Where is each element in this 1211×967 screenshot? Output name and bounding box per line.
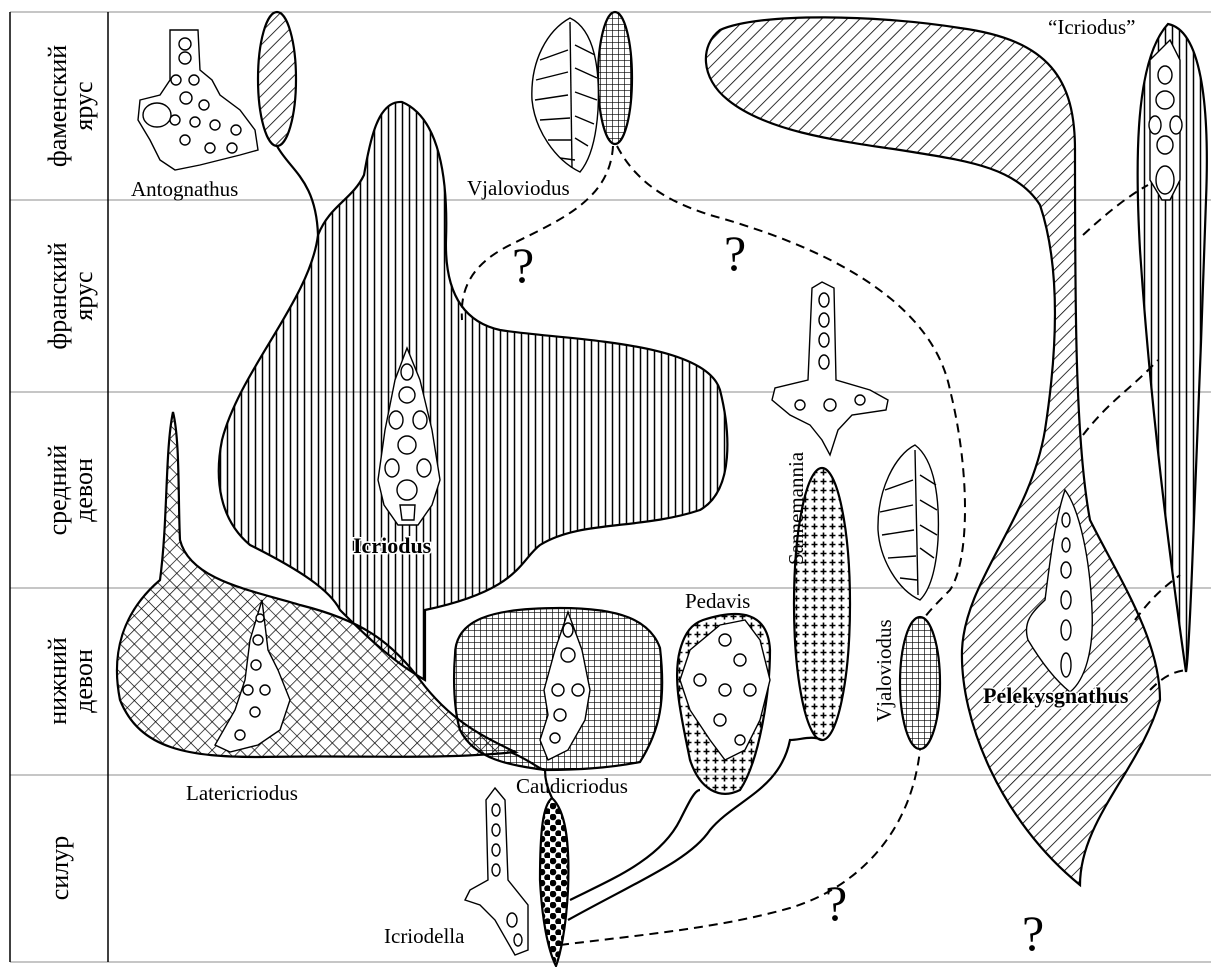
- vjaloviodus-top-element: [532, 18, 599, 172]
- label-sannemannia: Sannemannia: [784, 451, 808, 565]
- label-caudicriodus: Caudicriodus: [516, 774, 628, 798]
- stage-labels: фаменский ярус франский ярус средний дев…: [43, 45, 98, 900]
- stage-silurian: силур: [45, 836, 74, 900]
- icriodella-lineage: [540, 798, 568, 966]
- stage-frasnian-line2: ярус: [69, 271, 98, 320]
- stage-frasnian: франский: [43, 242, 72, 349]
- stage-middle-devonian-line2: девон: [69, 458, 98, 522]
- quoted-icriodus-element: [1149, 40, 1182, 200]
- stage-famennian: фаменский: [43, 45, 72, 167]
- antognathus-element: [138, 30, 258, 170]
- question-mark-2: ?: [724, 225, 746, 281]
- stage-lower-devonian-line2: девон: [69, 649, 98, 713]
- question-mark-3: ?: [825, 875, 847, 931]
- pelekysgnathus-lineage: [706, 17, 1160, 885]
- vjaloviodus-top-lineage: [598, 12, 632, 144]
- label-pedavis: Pedavis: [685, 589, 750, 613]
- vjaloviodus-lower-lineage: [900, 617, 940, 749]
- label-vjaloviodus-vertical: Vjaloviodus: [872, 619, 896, 722]
- icriodella-element: [465, 788, 528, 955]
- question-mark-4: ?: [1022, 905, 1044, 961]
- sannemannia-element: [772, 282, 888, 455]
- label-icriodella: Icriodella: [384, 924, 465, 948]
- label-vjaloviodus-top: Vjaloviodus: [467, 176, 570, 200]
- label-pelekysgnathus: Pelekysgnathus: [983, 683, 1129, 708]
- label-icriodus: Icriodus: [353, 533, 432, 558]
- stage-famennian-line2: ярус: [69, 81, 98, 130]
- antognathus-lineage: [258, 12, 296, 146]
- stage-lower-devonian: нижний: [43, 637, 72, 725]
- label-quoted-icriodus: “Icriodus”: [1048, 15, 1135, 39]
- vjaloviodus-lower-element: [878, 445, 938, 600]
- question-mark-1: ?: [512, 237, 534, 293]
- stage-middle-devonian: средний: [43, 445, 72, 536]
- label-antognathus: Antognathus: [131, 177, 238, 201]
- label-latericriodus: Latericriodus: [186, 781, 298, 805]
